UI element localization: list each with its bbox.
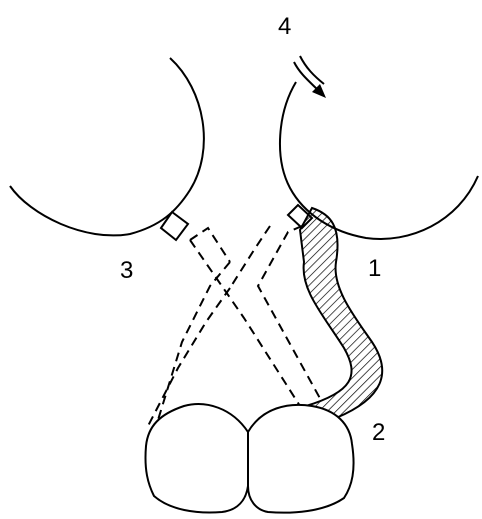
label-2: 2 bbox=[372, 419, 385, 446]
label-1: 1 bbox=[368, 255, 381, 282]
dashed-crossing-nerves bbox=[148, 226, 322, 426]
hatched-nerve bbox=[300, 208, 382, 418]
left-stub bbox=[161, 212, 188, 240]
brain-left-hemisphere bbox=[145, 404, 248, 512]
brain-right-hemisphere bbox=[248, 405, 354, 513]
left-globe bbox=[10, 58, 204, 235]
label-3: 3 bbox=[120, 257, 133, 284]
label-4: 4 bbox=[278, 13, 291, 40]
rotation-arrow-icon bbox=[294, 56, 326, 98]
